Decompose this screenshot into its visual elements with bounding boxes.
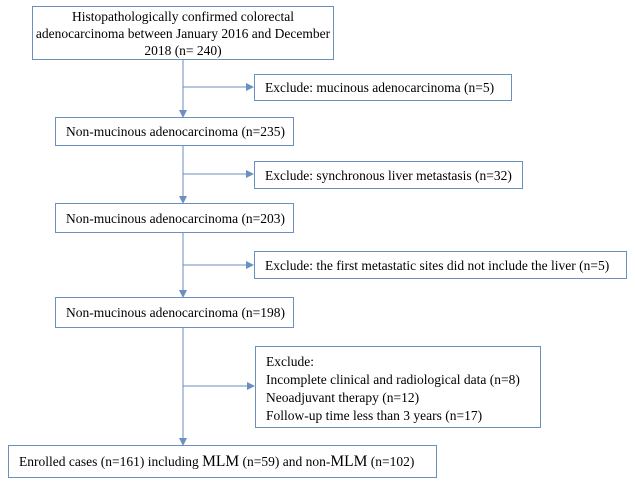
exclusion-box-1: Exclude: mucinous adenocarcinoma (n=5) xyxy=(254,74,512,101)
final-group2-abbr: MLM xyxy=(330,453,368,470)
exclusion-4-item-2: Neoadjuvant therapy (n=12) xyxy=(266,390,420,405)
final-group1-count: (n=59) and non- xyxy=(239,454,331,469)
exclusion-box-2: Exclude: synchronous liver metastasis (n… xyxy=(254,161,523,189)
step1-box: Non-mucinous adenocarcinoma (n=235) xyxy=(55,117,294,146)
exclusion-3-text: Exclude: the first metastatic sites did … xyxy=(265,257,610,273)
step3-box: Non-mucinous adenocarcinoma (n=198) xyxy=(55,297,294,328)
exclusion-4-item-3: Follow-up time less than 3 years (n=17) xyxy=(266,408,483,423)
exclusion-box-3: Exclude: the first metastatic sites did … xyxy=(254,251,627,279)
exclusion-4-heading: Exclude: xyxy=(266,354,314,369)
final-group1-abbr: MLM xyxy=(202,453,240,470)
step3-text: Non-mucinous adenocarcinoma (n=198) xyxy=(66,305,286,320)
start-line-3: 2018 (n= 240) xyxy=(144,42,222,58)
exclusion-box-4: Exclude: Incomplete clinical and radiolo… xyxy=(255,346,541,428)
exclusion-1-text: Exclude: mucinous adenocarcinoma (n=5) xyxy=(265,80,495,95)
step1-text: Non-mucinous adenocarcinoma (n=235) xyxy=(66,124,286,139)
start-box: Histopathologically confirmed colorectal… xyxy=(32,6,334,60)
step2-box: Non-mucinous adenocarcinoma (n=203) xyxy=(55,203,294,233)
final-text: Enrolled cases (n=161) including MLM (n=… xyxy=(19,453,414,470)
final-prefix: Enrolled cases (n=161) including xyxy=(19,454,203,469)
start-line-1: Histopathologically confirmed colorectal xyxy=(72,8,294,24)
exclusion-2-text: Exclude: synchronous liver metastasis (n… xyxy=(265,167,512,183)
exclusion-4-item-1: Incomplete clinical and radiological dat… xyxy=(266,372,520,387)
final-group2-count: (n=102) xyxy=(367,454,415,469)
final-box: Enrolled cases (n=161) including MLM (n=… xyxy=(8,445,437,478)
start-line-2: adenocarcinoma between January 2016 and … xyxy=(35,25,331,41)
step2-text: Non-mucinous adenocarcinoma (n=203) xyxy=(66,210,286,226)
